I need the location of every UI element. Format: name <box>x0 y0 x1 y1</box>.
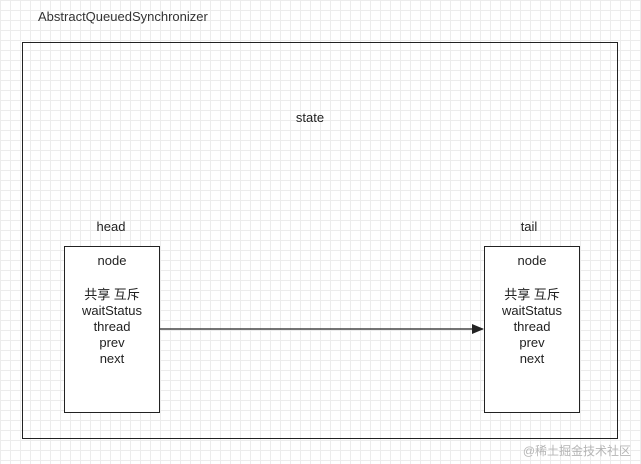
node-field-next: next <box>519 351 545 366</box>
aqs-container-box <box>22 42 618 439</box>
node-field-thread: thread <box>93 319 131 334</box>
diagram-title: AbstractQueuedSynchronizer <box>38 9 208 24</box>
node-field-waitstatus: waitStatus <box>82 303 142 318</box>
node-fields: 共享 互斥 waitStatus thread prev next <box>65 287 159 367</box>
node-title: node <box>517 253 547 268</box>
node-field-mode: 共享 互斥 <box>84 287 140 302</box>
tail-node-box: node 共享 互斥 waitStatus thread prev next <box>484 246 580 413</box>
head-node-box: node 共享 互斥 waitStatus thread prev next <box>64 246 160 413</box>
state-label: state <box>295 110 325 125</box>
node-field-mode: 共享 互斥 <box>504 287 560 302</box>
node-field-thread: thread <box>513 319 551 334</box>
watermark: @稀土掘金技术社区 <box>522 444 631 458</box>
tail-label: tail <box>520 219 538 234</box>
node-field-waitstatus: waitStatus <box>502 303 562 318</box>
head-label: head <box>96 219 126 234</box>
node-fields: 共享 互斥 waitStatus thread prev next <box>485 287 579 367</box>
node-field-prev: prev <box>99 335 125 350</box>
node-field-next: next <box>99 351 125 366</box>
node-field-prev: prev <box>519 335 545 350</box>
node-title: node <box>97 253 127 268</box>
